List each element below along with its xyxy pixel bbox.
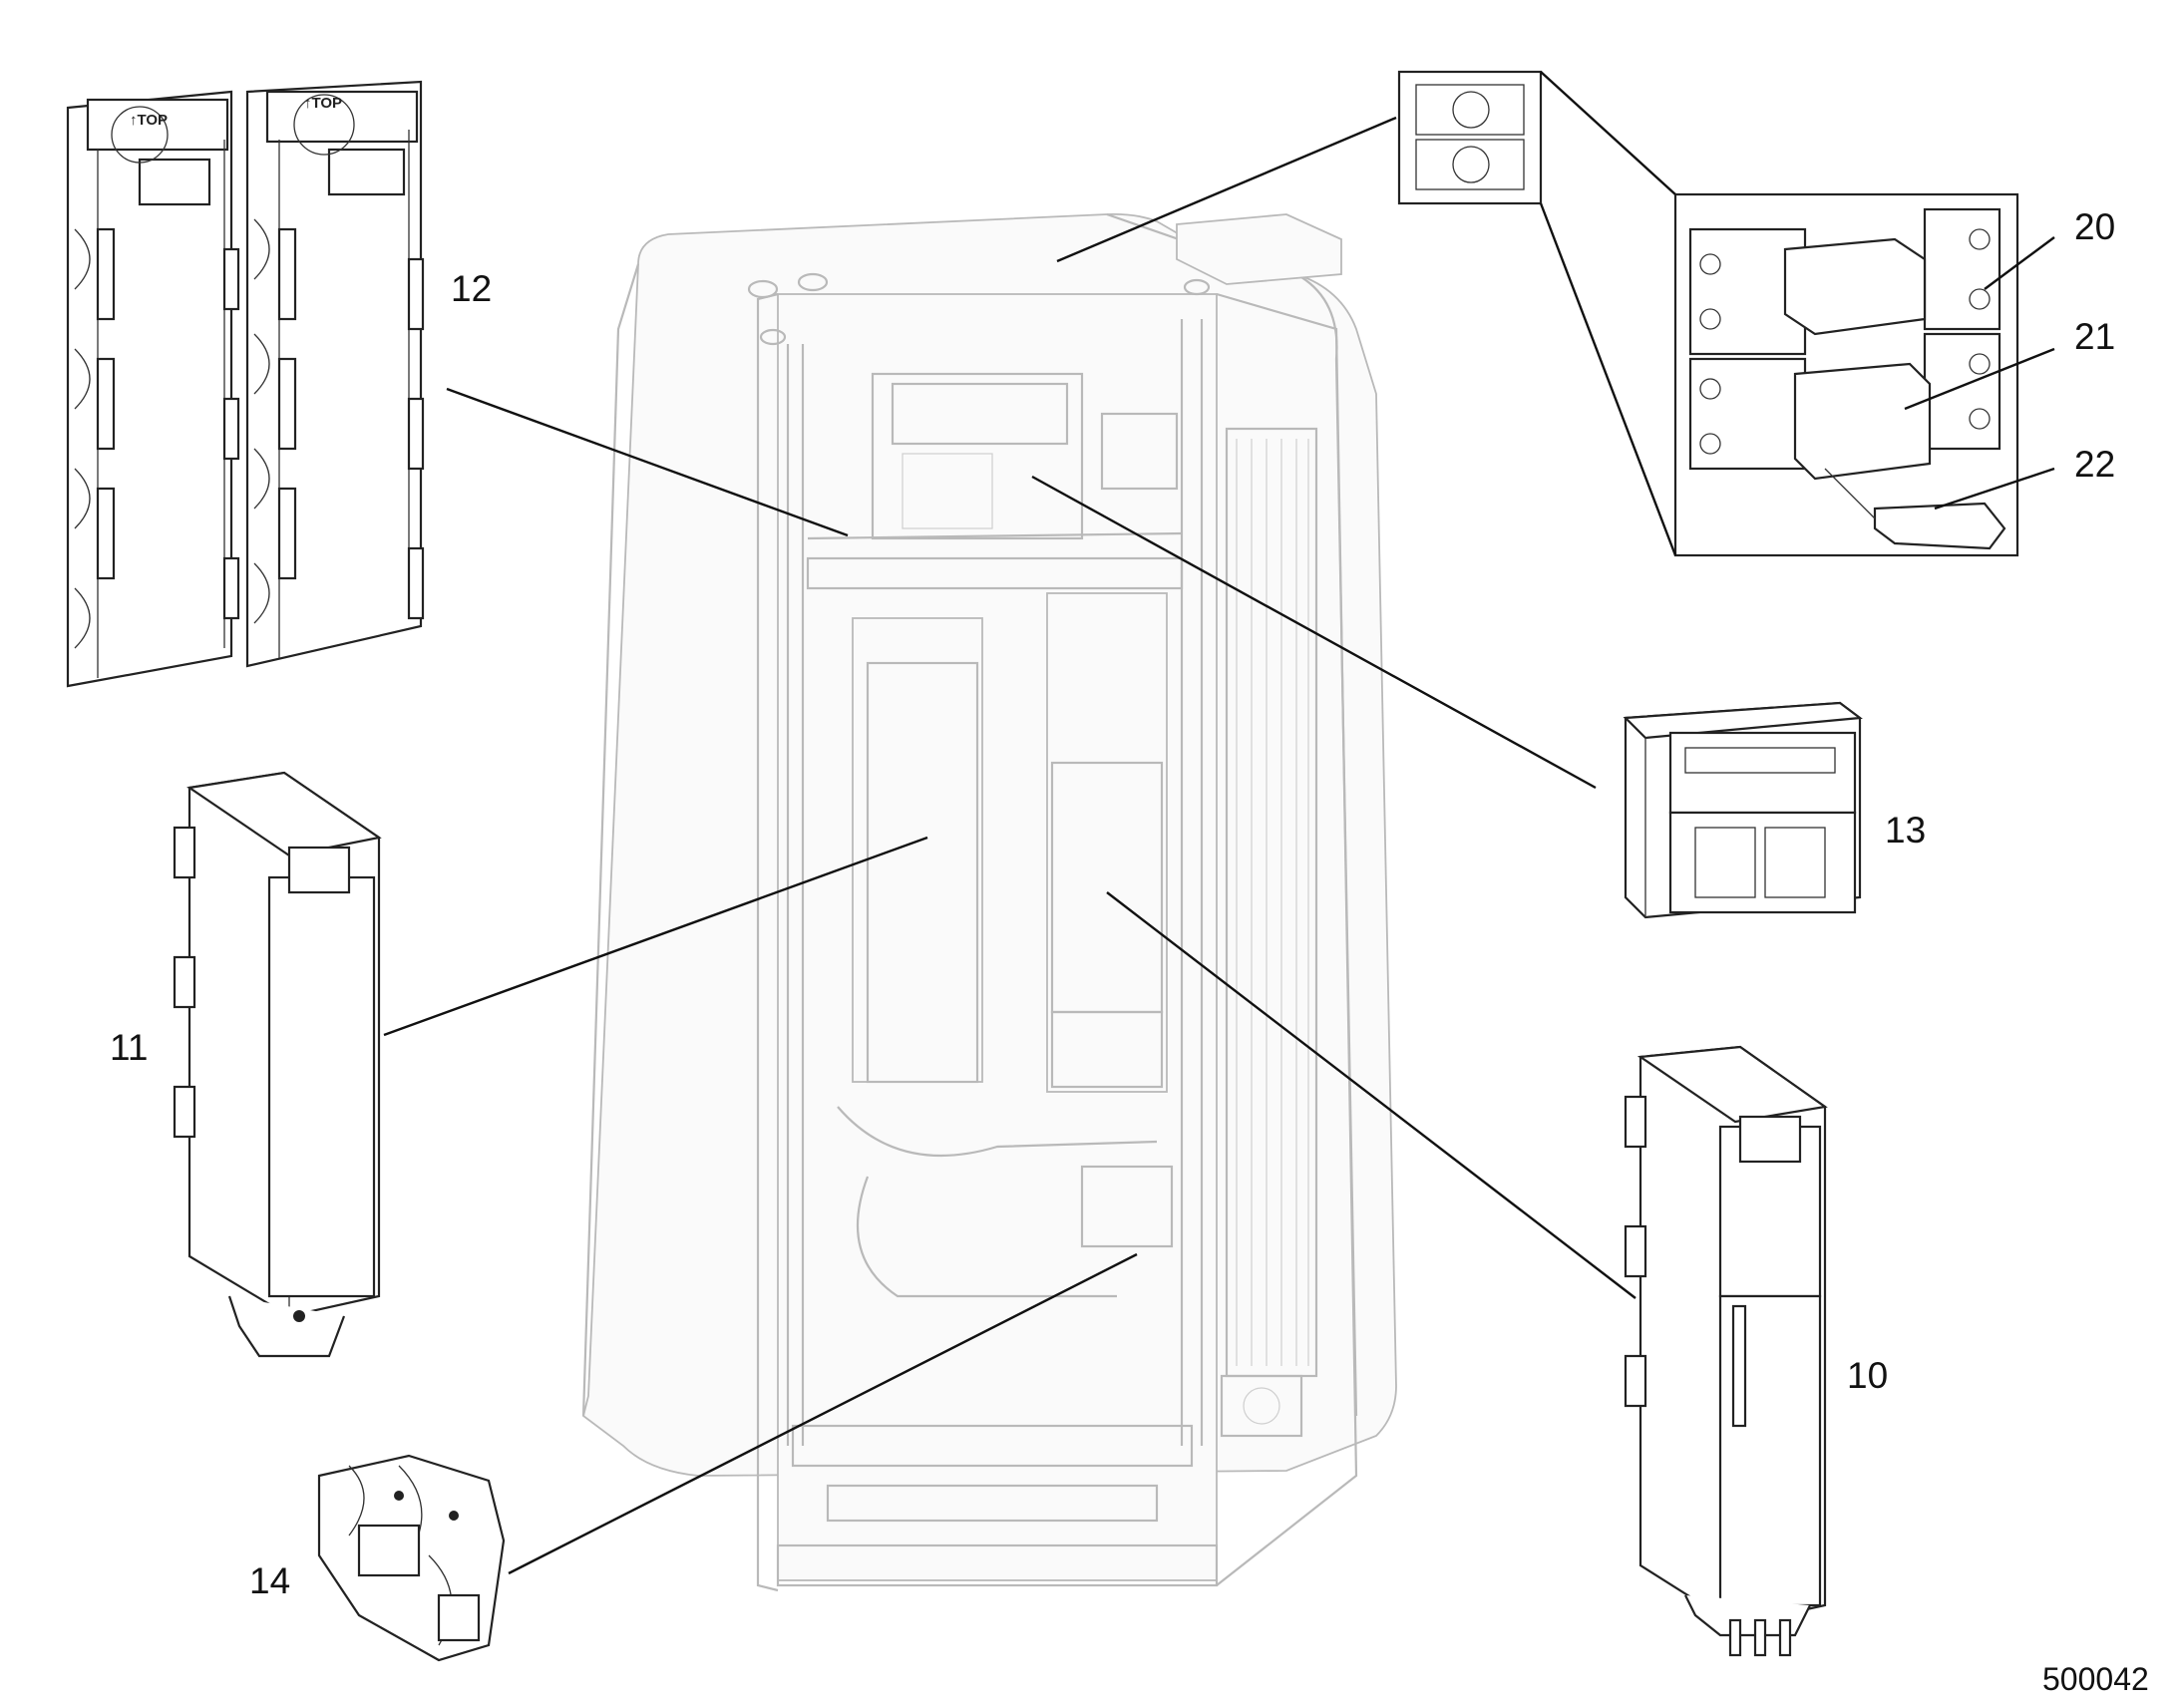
- frame-left-tag: ↑TOP: [130, 112, 168, 129]
- mounting-frame-pair: ↑TOP ↑TOP: [66, 80, 425, 688]
- mounting-frame-right: ↑TOP: [245, 80, 425, 668]
- callout-14: 14: [249, 1560, 290, 1601]
- power-module-left: [173, 771, 382, 1358]
- leader-lines: [383, 116, 2055, 1575]
- fuse-removal-handle: [1873, 502, 2006, 550]
- fuse-thumbnail: [1397, 70, 1543, 205]
- fuse-detail: [1397, 70, 2019, 557]
- callout-21: 21: [2074, 316, 2115, 357]
- resistor-stack-lines: [1236, 439, 1309, 1366]
- callout-labels: 12 11 13 10 14 20 21 22 500042: [110, 206, 2149, 1697]
- power-module-right: [1624, 1045, 1828, 1657]
- callout-11: 11: [110, 1027, 148, 1068]
- terminal-block-assembly: [317, 1454, 506, 1662]
- callout-12: 12: [451, 268, 492, 309]
- figure-reference-number: 500042: [2042, 1661, 2149, 1697]
- cabinet-enclosure: [581, 212, 1397, 1592]
- callout-10: 10: [1847, 1355, 1888, 1396]
- callout-22: 22: [2074, 444, 2115, 485]
- callout-20: 20: [2074, 206, 2115, 247]
- fuse-upper: [1783, 237, 1927, 336]
- callout-13: 13: [1885, 810, 1926, 851]
- frame-right-tag: ↑TOP: [304, 95, 342, 112]
- mounting-frame-left: ↑TOP: [66, 90, 240, 688]
- fuse-lower: [1793, 362, 1932, 481]
- control-rack-unit: [1623, 701, 1863, 919]
